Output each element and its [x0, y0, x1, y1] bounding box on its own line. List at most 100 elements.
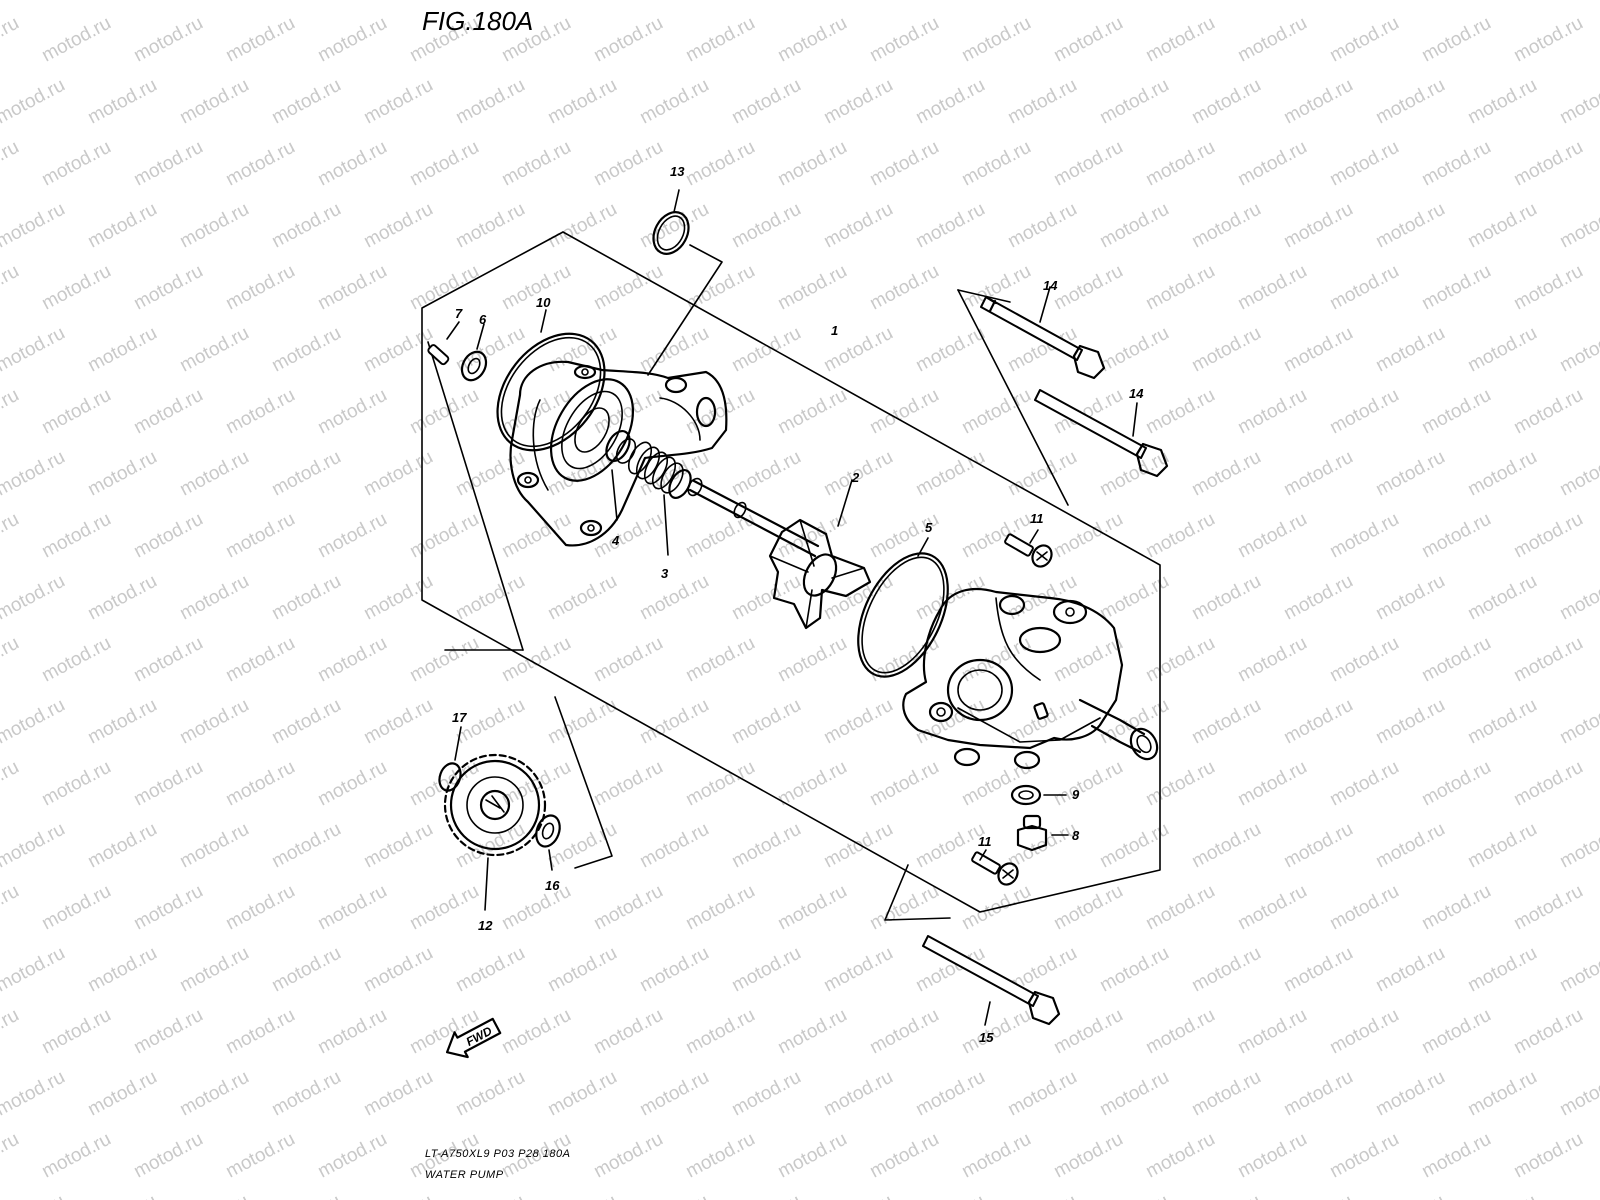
pump-shaft — [687, 477, 820, 558]
watermark-text: motod.ru — [268, 943, 344, 997]
watermark-text: motod.ru — [38, 881, 114, 935]
watermark-text: motod.ru — [1418, 881, 1494, 935]
model-code-caption: LT-A750XL9 P03 P28 180A — [425, 1148, 570, 1160]
callout-15: 15 — [979, 1030, 994, 1045]
watermark-text: motod.ru — [176, 1191, 252, 1200]
watermark-text: motod.ru — [1418, 633, 1494, 687]
watermark-text: motod.ru — [728, 695, 804, 749]
watermark-text: motod.ru — [866, 757, 942, 811]
watermark-text: motod.ru — [176, 695, 252, 749]
watermark-text: motod.ru — [1188, 323, 1264, 377]
watermark-text: motod.ru — [1372, 1067, 1448, 1121]
watermark-text: motod.ru — [1372, 323, 1448, 377]
watermark-text: motod.ru — [268, 695, 344, 749]
watermark-text: motod.ru — [774, 1129, 850, 1183]
watermark-text: motod.ru — [1556, 323, 1600, 377]
watermark-text: motod.ru — [1280, 943, 1356, 997]
part-11-bolt-lower — [971, 849, 1019, 886]
watermark-text: motod.ru — [176, 0, 252, 4]
watermark-text: motod.ru — [0, 447, 69, 501]
watermark-text: motod.ru — [360, 323, 436, 377]
watermark-text: motod.ru — [1050, 137, 1126, 191]
watermark-text: motod.ru — [1418, 509, 1494, 563]
watermark-text: motod.ru — [1142, 137, 1218, 191]
watermark-text: motod.ru — [912, 0, 988, 4]
watermark-text: motod.ru — [360, 447, 436, 501]
watermark-text: motod.ru — [866, 261, 942, 315]
watermark-text: motod.ru — [268, 1191, 344, 1200]
watermark-text: motod.ru — [130, 757, 206, 811]
watermark-text: motod.ru — [38, 13, 114, 67]
watermark-text: motod.ru — [176, 447, 252, 501]
watermark-text: motod.ru — [1372, 571, 1448, 625]
callout-16: 16 — [545, 878, 560, 893]
watermark-text: motod.ru — [452, 199, 528, 253]
watermark-text: motod.ru — [682, 881, 758, 935]
watermark-text: motod.ru — [1464, 199, 1540, 253]
watermark-text: motod.ru — [1464, 323, 1540, 377]
watermark-text: motod.ru — [406, 261, 482, 315]
watermark-text: motod.ru — [1188, 1067, 1264, 1121]
watermark-text: motod.ru — [636, 1191, 712, 1200]
watermark-text: motod.ru — [1372, 75, 1448, 129]
pump-cover — [509, 360, 728, 547]
watermark-text: motod.ru — [130, 1129, 206, 1183]
watermark-text: motod.ru — [314, 385, 390, 439]
watermark-text: motod.ru — [268, 447, 344, 501]
watermark-text: motod.ru — [1418, 757, 1494, 811]
watermark-text: motod.ru — [1142, 13, 1218, 67]
watermark-text: motod.ru — [360, 695, 436, 749]
watermark-text: motod.ru — [682, 633, 758, 687]
watermark-text: motod.ru — [452, 0, 528, 4]
watermark-text: motod.ru — [360, 1067, 436, 1121]
watermark-text: motod.ru — [1464, 1067, 1540, 1121]
watermark-text: motod.ru — [728, 1191, 804, 1200]
watermark-text: motod.ru — [958, 385, 1034, 439]
watermark-text: motod.ru — [866, 881, 942, 935]
watermark-text: motod.ru — [1280, 695, 1356, 749]
watermark-text: motod.ru — [222, 1005, 298, 1059]
watermark-text: motod.ru — [406, 385, 482, 439]
watermark-text: motod.ru — [1510, 633, 1586, 687]
watermark-text: motod.ru — [1050, 757, 1126, 811]
watermark-text: motod.ru — [0, 695, 69, 749]
watermark-text: motod.ru — [130, 633, 206, 687]
watermark-text: motod.ru — [360, 0, 436, 4]
watermark-text: motod.ru — [38, 757, 114, 811]
watermark-text: motod.ru — [682, 137, 758, 191]
watermark-text: motod.ru — [222, 633, 298, 687]
watermark-text: motod.ru — [590, 633, 666, 687]
watermark-text: motod.ru — [176, 199, 252, 253]
watermark-text: motod.ru — [820, 0, 896, 4]
watermark-text: motod.ru — [360, 199, 436, 253]
watermark-text: motod.ru — [1326, 881, 1402, 935]
part-13-o-ring — [647, 189, 723, 376]
watermark-text: motod.ru — [728, 1067, 804, 1121]
watermark-text: motod.ru — [176, 1067, 252, 1121]
part-16-washer — [535, 814, 561, 871]
watermark-text: motod.ru — [1464, 1191, 1540, 1200]
watermark-text: motod.ru — [866, 385, 942, 439]
watermark-text: motod.ru — [958, 1005, 1034, 1059]
watermark-text: motod.ru — [84, 695, 160, 749]
watermark-text: motod.ru — [406, 509, 482, 563]
watermark-text: motod.ru — [1372, 819, 1448, 873]
watermark-text: motod.ru — [1556, 571, 1600, 625]
watermark-text: motod.ru — [1556, 819, 1600, 873]
watermark-text: motod.ru — [360, 819, 436, 873]
watermark-text: motod.ru — [1096, 0, 1172, 4]
assembly-outline — [421, 231, 1161, 921]
forward-arrow-icon — [445, 1017, 502, 1059]
watermark-text: motod.ru — [1280, 0, 1356, 4]
watermark-text: motod.ru — [1510, 13, 1586, 67]
figure-title: FIG.180A — [422, 6, 533, 36]
watermark-text: motod.ru — [222, 1129, 298, 1183]
watermark-text: motod.ru — [1004, 1191, 1080, 1200]
watermark-text: motod.ru — [1096, 1191, 1172, 1200]
watermark-text: motod.ru — [1096, 571, 1172, 625]
watermark-text: motod.ru — [1188, 695, 1264, 749]
watermark-text: motod.ru — [774, 881, 850, 935]
pump-housing — [902, 588, 1159, 770]
watermark-text: motod.ru — [728, 571, 804, 625]
watermark-text: motod.ru — [820, 819, 896, 873]
